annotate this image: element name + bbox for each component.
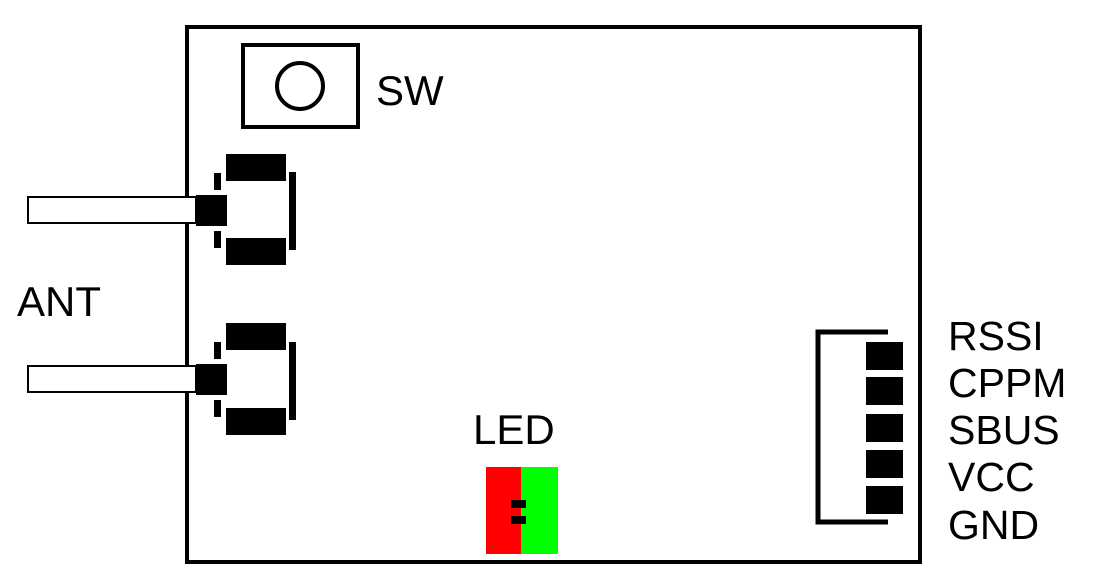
antenna-shield-2 bbox=[289, 342, 296, 420]
switch-label: SW bbox=[376, 67, 444, 114]
pin-label-vcc: VCC bbox=[948, 454, 1035, 500]
antenna-pad-bottom-1 bbox=[226, 238, 286, 265]
led-label: LED bbox=[473, 406, 555, 453]
led bbox=[486, 467, 558, 554]
pin-cppm bbox=[866, 377, 903, 405]
antenna-pad-top-2 bbox=[226, 323, 286, 350]
antenna-tick-top-2 bbox=[214, 342, 221, 359]
pin-label-cppm: CPPM bbox=[948, 360, 1067, 406]
pin-header-bracket bbox=[815, 329, 888, 525]
led-gap-bottom bbox=[511, 516, 526, 524]
antenna-shield-1 bbox=[289, 172, 296, 250]
pin-label-gnd: GND bbox=[948, 502, 1040, 548]
antenna-center-pad-2 bbox=[196, 364, 227, 395]
pin-header bbox=[815, 329, 903, 525]
led-green bbox=[521, 467, 558, 554]
antenna-pad-top-1 bbox=[226, 154, 286, 181]
led-red bbox=[486, 467, 521, 554]
antenna-tick-bottom-1 bbox=[214, 231, 221, 248]
switch-button bbox=[275, 61, 325, 111]
antenna-pad-bottom-2 bbox=[226, 408, 286, 435]
antenna-connector-2 bbox=[27, 323, 296, 435]
pin-sbus bbox=[866, 414, 903, 442]
antenna-wire-1 bbox=[27, 196, 197, 224]
antenna-center-pad-1 bbox=[196, 195, 227, 226]
switch bbox=[241, 43, 360, 129]
pin-vcc bbox=[866, 450, 903, 478]
antenna-tick-top-1 bbox=[214, 173, 221, 190]
pin-gnd bbox=[866, 486, 903, 514]
antenna-connector-1 bbox=[27, 154, 296, 265]
board-outline bbox=[185, 25, 922, 564]
led-gap-top bbox=[511, 500, 526, 508]
antenna-label: ANT bbox=[17, 278, 101, 325]
switch-body bbox=[241, 43, 360, 129]
pin-label-sbus: SBUS bbox=[948, 407, 1060, 453]
pin-rssi bbox=[866, 342, 903, 370]
pin-label-rssi: RSSI bbox=[948, 313, 1044, 359]
antenna-tick-bottom-2 bbox=[214, 400, 221, 417]
antenna-wire-2 bbox=[27, 365, 197, 393]
